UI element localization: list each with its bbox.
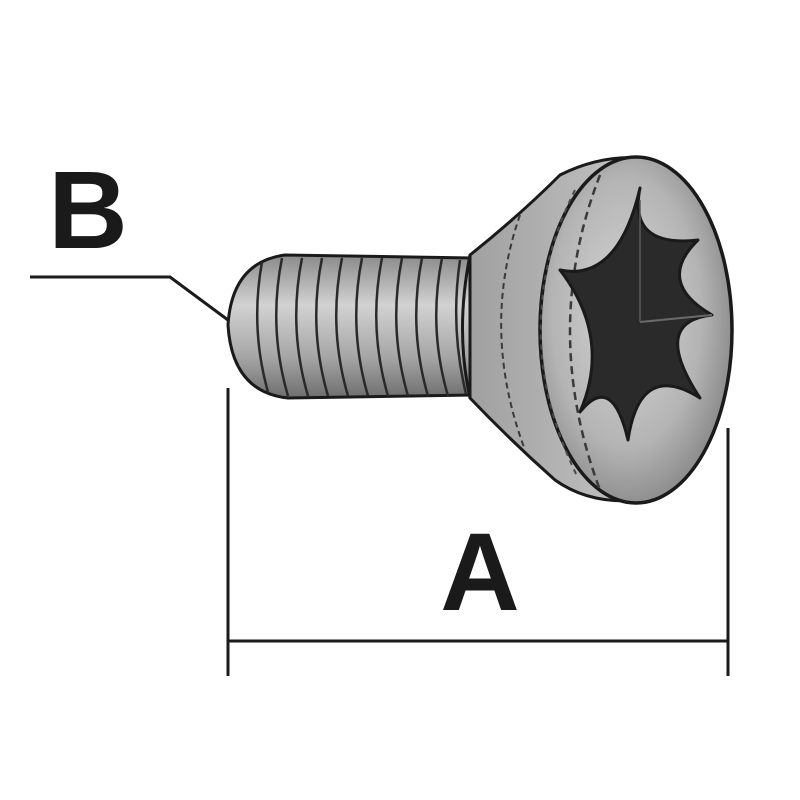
leader-b	[30, 275, 229, 322]
screw-head	[461, 155, 734, 505]
label-a: A	[440, 511, 519, 634]
dimension-a	[226, 388, 730, 676]
thread-lines	[255, 257, 468, 397]
torx-recess	[558, 186, 714, 442]
label-b: B	[48, 149, 127, 272]
screw-shaft	[226, 253, 474, 400]
